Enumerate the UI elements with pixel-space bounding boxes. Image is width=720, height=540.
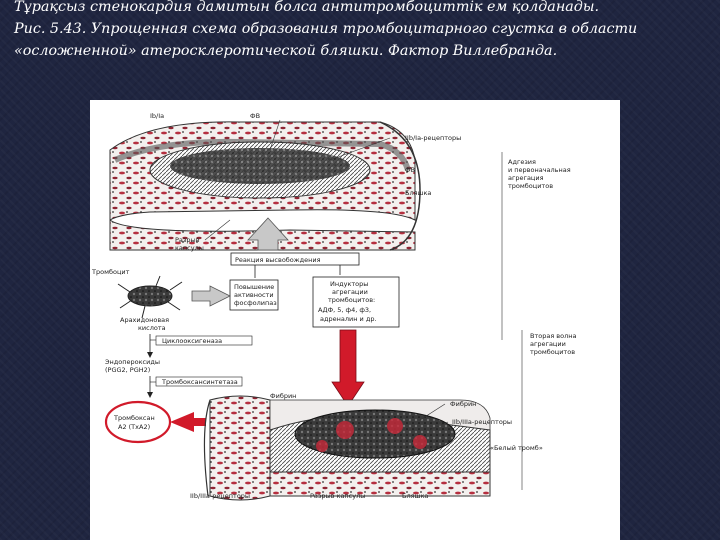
figure-panel: Ib/Ia ФВ IIb/Ia-рецепторы ФВ Бляшка Адге… [90, 100, 620, 540]
label-cyclooxygenase: Циклооксигеназа [162, 337, 222, 345]
label-second-wave-2: агрегации [530, 340, 566, 348]
label-rupture-2: капсулы [175, 244, 204, 252]
label-inducers-3: тромбоцитов: [328, 296, 375, 304]
caption-line-2: Рис. 5.43. Упрощенная схема образования … [14, 21, 638, 37]
label-inducers-4: АДФ, 5, ф4, ф3, [318, 306, 371, 314]
label-txa2-1: Тромбоксан [113, 414, 155, 422]
label-fibrin-left: Фибрин [270, 392, 296, 400]
bottom-vessel-illustration [203, 395, 491, 501]
label-white-thrombus: «Белый тромб» [490, 444, 543, 452]
caption-line-1: Тұрақсыз стенокардия дамитын болса антит… [14, 0, 600, 15]
label-fv-top: ФВ [250, 112, 260, 120]
label-fv-mid: ФВ [405, 166, 415, 174]
label-adhesion-1: Адгезия [508, 158, 536, 166]
platelet-illustration [117, 275, 183, 319]
top-vessel-illustration [109, 121, 421, 251]
thrombus-diagram: Ib/Ia ФВ IIb/Ia-рецепторы ФВ Бляшка Адге… [91, 112, 577, 501]
label-endoperoxides-2: (PGG2, PGH2) [105, 366, 150, 374]
caption-line-3: «осложненной» атеросклеротической бляшки… [14, 43, 558, 59]
label-iib-receptors-bottom: IIb/IIIa-рецепторы [190, 492, 250, 500]
label-arachidonic-1: Арахидоновая [120, 316, 169, 324]
label-endoperoxides-1: Эндопероксиды [105, 358, 160, 366]
label-plaque-top: Бляшка [405, 189, 431, 197]
label-txa2-2: A2 (TxA2) [118, 423, 150, 431]
label-adhesion-2: и первоначальная [508, 166, 571, 174]
label-inducers-1: Индукторы [330, 280, 368, 288]
label-rupture-bottom: Разрыв капсулы [310, 492, 365, 500]
label-adhesion-4: тромбоцитов [508, 182, 553, 190]
label-second-wave-1: Вторая волна [530, 332, 577, 340]
label-release-reaction: Реакция высвобождения [235, 256, 321, 264]
label-phospholipase-2: активности [234, 291, 274, 299]
label-iib-receptors-top: IIb/Ia-рецепторы [405, 134, 461, 142]
label-rupture-1: Разрыв [175, 236, 200, 244]
label-thrombocyte: Тромбоцит [91, 268, 130, 276]
label-fibrin-right: Фибрин [450, 400, 476, 408]
label-iib-receptors-mid: IIb/IIIa-рецепторы [452, 418, 512, 426]
label-inducers-5: адреналин и др. [320, 315, 377, 323]
label-phospholipase-1: Повышение [234, 283, 274, 291]
label-txsynthetase: Тромбоксансинтетаза [161, 378, 238, 386]
label-ib-ia: Ib/Ia [150, 112, 164, 120]
label-arachidonic-2: кислота [138, 324, 166, 332]
label-second-wave-3: тромбоцитов [530, 348, 575, 356]
slide-caption: Тұрақсыз стенокардия дамитын болса антит… [14, 0, 714, 62]
label-inducers-2: агрегации [332, 288, 368, 296]
label-phospholipase-3: фосфолипаз [234, 299, 277, 307]
txa2-highlight [104, 400, 172, 444]
label-plaque-bottom: Бляшка [402, 492, 428, 500]
label-adhesion-3: агрегация [508, 174, 544, 182]
